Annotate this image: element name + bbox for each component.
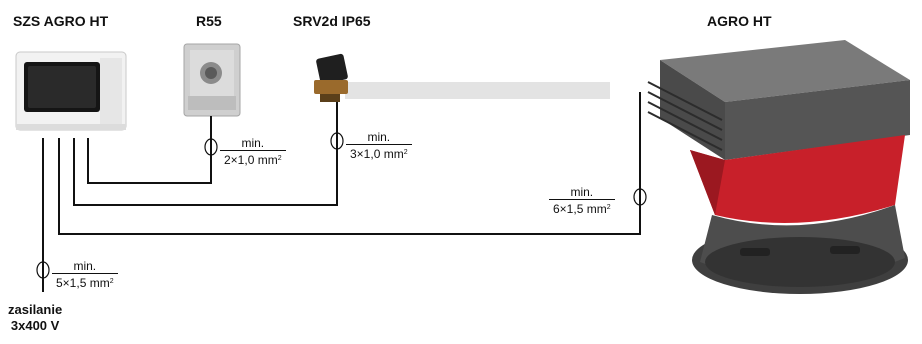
agro-gland-icon bbox=[633, 188, 647, 206]
agro-ht-unit-image bbox=[647, 40, 910, 294]
agro-ht-title: AGRO HT bbox=[707, 13, 772, 29]
srv2d-title: SRV2d IP65 bbox=[293, 13, 371, 29]
supply-cable-cross-section: 5×1,5 mm2 bbox=[52, 273, 118, 290]
srv-cable-spec: min. 3×1,0 mm2 bbox=[346, 130, 412, 161]
srv-gland-icon bbox=[330, 132, 344, 150]
srv-cable-cross-section: 3×1,0 mm2 bbox=[346, 144, 412, 161]
agro-wire bbox=[58, 92, 641, 235]
power-supply-label: zasilanie 3x400 V bbox=[8, 302, 62, 334]
r55-switch-image bbox=[183, 43, 241, 117]
r55-cable-min: min. bbox=[241, 136, 265, 150]
agro-cable-cross-section: 6×1,5 mm2 bbox=[549, 199, 615, 216]
srv2d-controller-image bbox=[314, 53, 348, 102]
r55-cable-spec: min. 2×1,0 mm2 bbox=[220, 136, 286, 167]
supply-line-2: 3x400 V bbox=[10, 318, 60, 333]
supply-gland-icon bbox=[36, 261, 50, 279]
duct-bar bbox=[345, 82, 610, 99]
srv-cable-min: min. bbox=[367, 130, 391, 144]
r55-cable-cross-section: 2×1,0 mm2 bbox=[220, 150, 286, 167]
agro-cable-min: min. bbox=[570, 185, 594, 199]
srv-wire bbox=[73, 102, 338, 206]
szs-control-box-image bbox=[15, 51, 127, 131]
szs-agro-ht-title: SZS AGRO HT bbox=[13, 13, 109, 29]
agro-cable-spec: min. 6×1,5 mm2 bbox=[549, 185, 615, 216]
r55-wire bbox=[87, 116, 212, 184]
r55-gland-icon bbox=[204, 138, 218, 156]
r55-title: R55 bbox=[196, 13, 222, 29]
supply-cable-spec: min. 5×1,5 mm2 bbox=[52, 259, 118, 290]
supply-cable-min: min. bbox=[73, 259, 97, 273]
supply-line-1: zasilanie bbox=[8, 302, 63, 317]
